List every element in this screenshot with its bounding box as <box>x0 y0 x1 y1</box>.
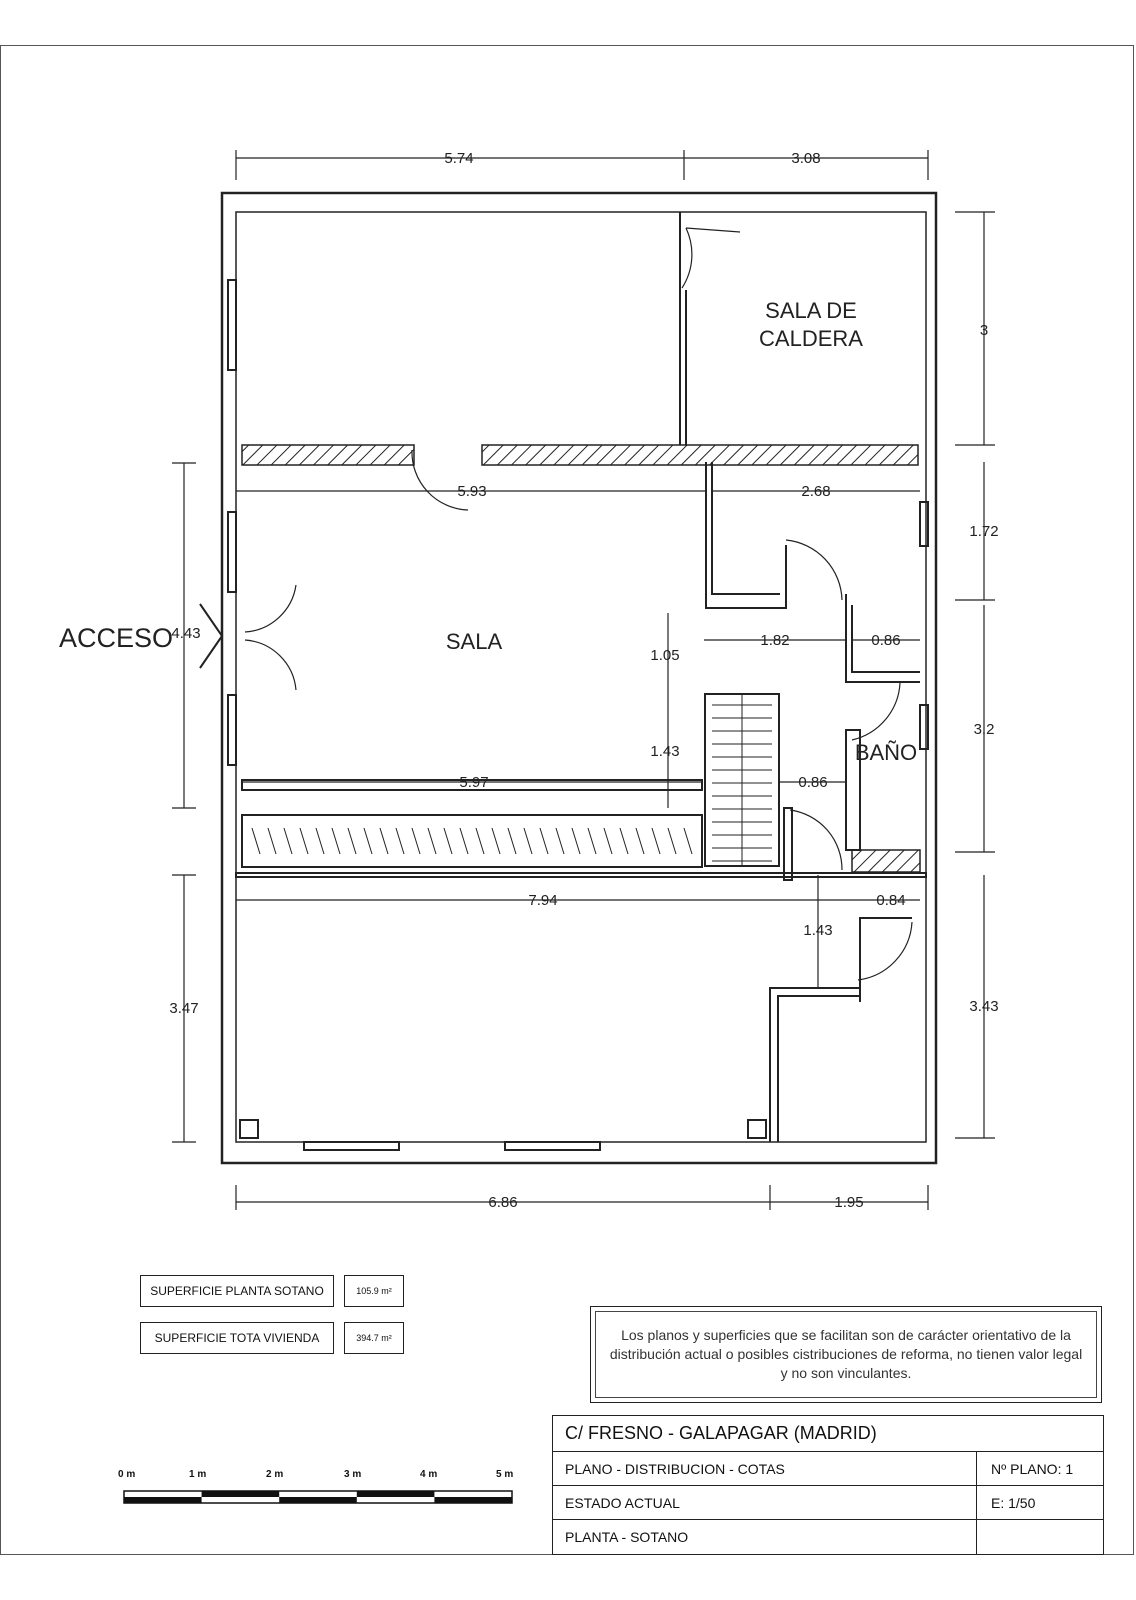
title-blank-cell <box>976 1520 1105 1554</box>
title-escala: E: 1/50 <box>976 1486 1105 1520</box>
shelf-hatch-line <box>571 827 581 855</box>
access-arrow <box>199 603 224 669</box>
room-sala: SALA <box>446 629 503 654</box>
shelf-hatch-line <box>523 827 533 855</box>
shelf-hatch-line <box>395 827 405 855</box>
shelf-hatch-line <box>555 827 565 855</box>
title-planta: PLANTA - SOTANO <box>553 1520 1103 1554</box>
surface-label-vivienda: SUPERFICIE TOTA VIVIENDA <box>140 1322 334 1354</box>
shelf-hatch-line <box>411 827 421 855</box>
surface-value-vivienda: 394.7 m² <box>344 1322 404 1354</box>
room-sala-caldera-line2: CALDERA <box>759 326 863 351</box>
dim-garage-width: 7.94 <box>528 892 557 909</box>
dim-garage-step: 1.43 <box>803 922 832 939</box>
room-acceso: ACCESO <box>59 623 173 653</box>
shelf-hatch-line <box>651 827 661 855</box>
dim-right-top: 3 <box>980 322 988 339</box>
title-block: C/ FRESNO - GALAPAGAR (MADRID) PLANO - D… <box>552 1415 1104 1555</box>
shelf-hatch-line <box>267 827 277 855</box>
dim-top-right: 3.08 <box>791 150 820 167</box>
shelf-hatch-line <box>475 827 485 855</box>
scale-label-3: 3 m <box>344 1469 362 1480</box>
shelf-hatch-line <box>379 827 389 855</box>
scale-label-5: 5 m <box>496 1469 514 1480</box>
dim-top-left: 5.74 <box>444 150 473 167</box>
shelf-hatch-line <box>667 827 677 855</box>
dim-left-mid: 4.43 <box>171 625 200 642</box>
shelf-hatch-line <box>459 827 469 855</box>
shelf-hatch-line <box>603 827 613 855</box>
title-plano-number: Nº PLANO: 1 <box>976 1452 1105 1486</box>
dim-bano-width: 0.86 <box>871 632 900 649</box>
room-bano: BAÑO <box>855 740 917 765</box>
dim-pasillo-len: 1.82 <box>760 632 789 649</box>
disclaimer-text: Los planos y superficies que se facilita… <box>595 1311 1097 1398</box>
shelf-hatching <box>251 827 693 855</box>
shelf-hatch-line <box>491 827 501 855</box>
shelf-hatch-line <box>427 827 437 855</box>
shelf-hatch-line <box>347 827 357 855</box>
scale-label-4: 4 m <box>420 1469 438 1480</box>
dim-sala-depth-lower: 1.43 <box>650 743 679 760</box>
shelf-hatch-line <box>283 827 293 855</box>
dim-right-bottom: 3.43 <box>969 998 998 1015</box>
scale-label-0: 0 m <box>118 1469 136 1480</box>
shelf-hatch-line <box>683 827 693 855</box>
dim-stair-gap: 0.86 <box>798 774 827 791</box>
shelf-hatch-line <box>619 827 629 855</box>
dim-right-mid2: 3.2 <box>974 721 995 738</box>
surface-label-sotano: SUPERFICIE PLANTA SOTANO <box>140 1275 334 1307</box>
title-address: C/ FRESNO - GALAPAGAR (MADRID) <box>553 1416 1103 1452</box>
hatched-walls <box>241 444 921 873</box>
shelf-hatch-line <box>443 827 453 855</box>
surface-value-sotano: 105.9 m² <box>344 1275 404 1307</box>
disclaimer-box: Los planos y superficies que se facilita… <box>590 1306 1102 1403</box>
dimension-lines <box>172 150 995 1210</box>
scale-bar <box>123 1490 513 1504</box>
dim-bottom-left: 6.86 <box>488 1194 517 1211</box>
title-planta-text: PLANTA - SOTANO <box>565 1529 689 1545</box>
shelf-hatch-line <box>299 827 309 855</box>
shelf-hatch-line <box>635 827 645 855</box>
shelf-hatch-line <box>315 827 325 855</box>
stair-treads <box>712 694 772 866</box>
dim-bottom-right: 1.95 <box>834 1194 863 1211</box>
title-plano: PLANO - DISTRIBUCION - COTAS <box>553 1452 1103 1486</box>
dim-sala-width: 5.93 <box>457 483 486 500</box>
shelf-hatch-line <box>507 827 517 855</box>
dim-right-mid1: 1.72 <box>969 523 998 540</box>
shelf-hatch-line <box>331 827 341 855</box>
room-sala-caldera-line1: SALA DE <box>765 298 857 323</box>
scale-label-1: 1 m <box>189 1469 207 1480</box>
dim-pasillo-width: 2.68 <box>801 483 830 500</box>
scale-label-2: 2 m <box>266 1469 284 1480</box>
shelf-hatch-line <box>587 827 597 855</box>
title-estado: ESTADO ACTUAL <box>553 1486 1103 1520</box>
dim-left-bottom: 3.47 <box>169 1000 198 1017</box>
title-estado-text: ESTADO ACTUAL <box>565 1494 680 1511</box>
dim-sala-depth-upper: 1.05 <box>650 647 679 664</box>
shelf-hatch-line <box>251 827 261 855</box>
title-plano-text: PLANO - DISTRIBUCION - COTAS <box>565 1460 785 1477</box>
dim-sala-width-lower: 5.97 <box>459 774 488 791</box>
shelf-hatch-line <box>363 827 373 855</box>
dim-garage-right: 0.84 <box>876 892 905 909</box>
shelf-hatch-line <box>539 827 549 855</box>
